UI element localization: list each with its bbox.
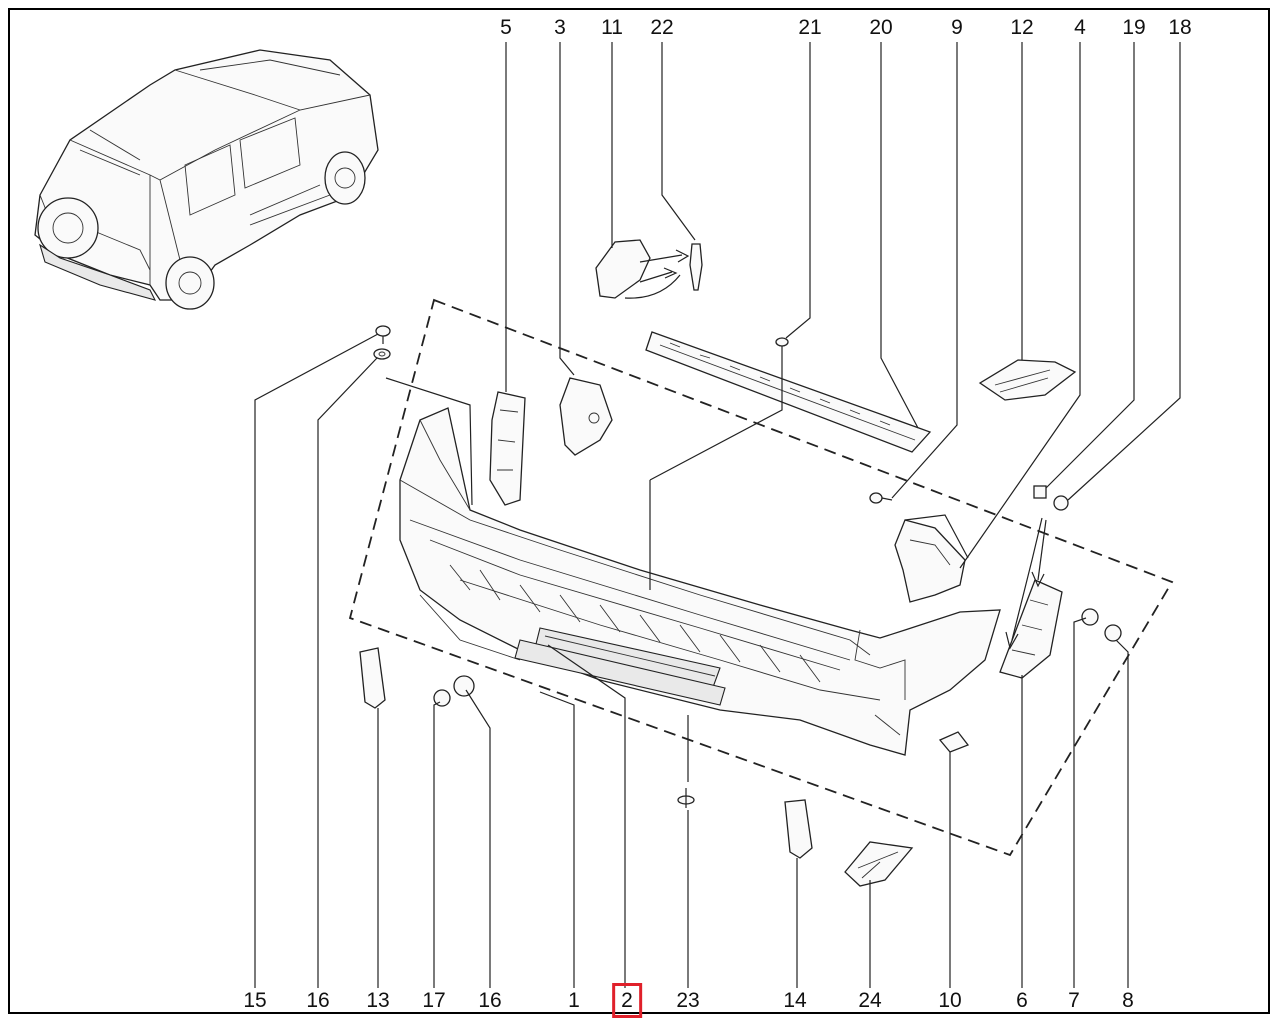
assembly-outline [348,298,1174,857]
callout-label-7: 7 [1068,989,1080,1012]
part-10-clip [938,731,970,753]
callout-label-16: 16 [306,989,330,1012]
callout-label-22: 22 [650,16,674,39]
callout-label-3: 3 [554,16,566,39]
part-7-clip [1081,608,1099,626]
callout-label-23: 23 [676,989,700,1012]
part-16-washer-bottom [453,675,475,697]
callout-label-17: 17 [422,989,446,1012]
callout-label-11: 11 [601,16,623,39]
callout-label-12: 12 [1010,16,1034,39]
part-8-clip [1104,624,1122,642]
callout-label-16-b: 16 [478,989,502,1012]
callout-label-5: 5 [500,16,512,39]
part-2-trim-strip [514,639,726,706]
part-24-bracket [844,841,914,887]
part-9-screw [869,492,893,504]
part-21-screw [775,337,789,356]
callout-label-10: 10 [938,989,962,1012]
callout-label-4: 4 [1074,16,1086,39]
callout-label-15: 15 [243,989,267,1012]
vehicle-illustration [34,49,379,310]
part-5-bracket [489,391,526,506]
part-18-clip [1053,495,1069,511]
part-13-reflector [359,647,386,709]
callout-label-13: 13 [366,989,390,1012]
callout-label-2-highlighted[interactable]: 2 [612,983,642,1018]
callout-label-14: 14 [783,989,807,1012]
callout-label-19: 19 [1122,16,1146,39]
callout-label-1: 1 [568,989,580,1012]
part-22-rivet [689,243,703,291]
part-15-screw [375,325,391,344]
callout-label-6: 6 [1016,989,1028,1012]
callout-label-18: 18 [1168,16,1192,39]
part-6-bracket [999,579,1063,679]
callout-label-24: 24 [858,989,882,1012]
part-3-bracket [559,377,613,456]
callout-label-20: 20 [869,16,893,39]
part-11-bracket [595,239,651,299]
callout-label-9: 9 [951,16,963,39]
part-23-clip [677,788,695,808]
part-20-strip [645,331,932,453]
callout-label-8: 8 [1122,989,1134,1012]
callout-label-21: 21 [798,16,822,39]
part-12-bracket [978,359,1077,401]
part-17-plug [433,689,451,707]
part-14-reflector [784,799,813,859]
part-19-clip [1033,485,1047,499]
callout-leaders [254,42,1181,988]
part-16-washer-top [373,348,391,360]
